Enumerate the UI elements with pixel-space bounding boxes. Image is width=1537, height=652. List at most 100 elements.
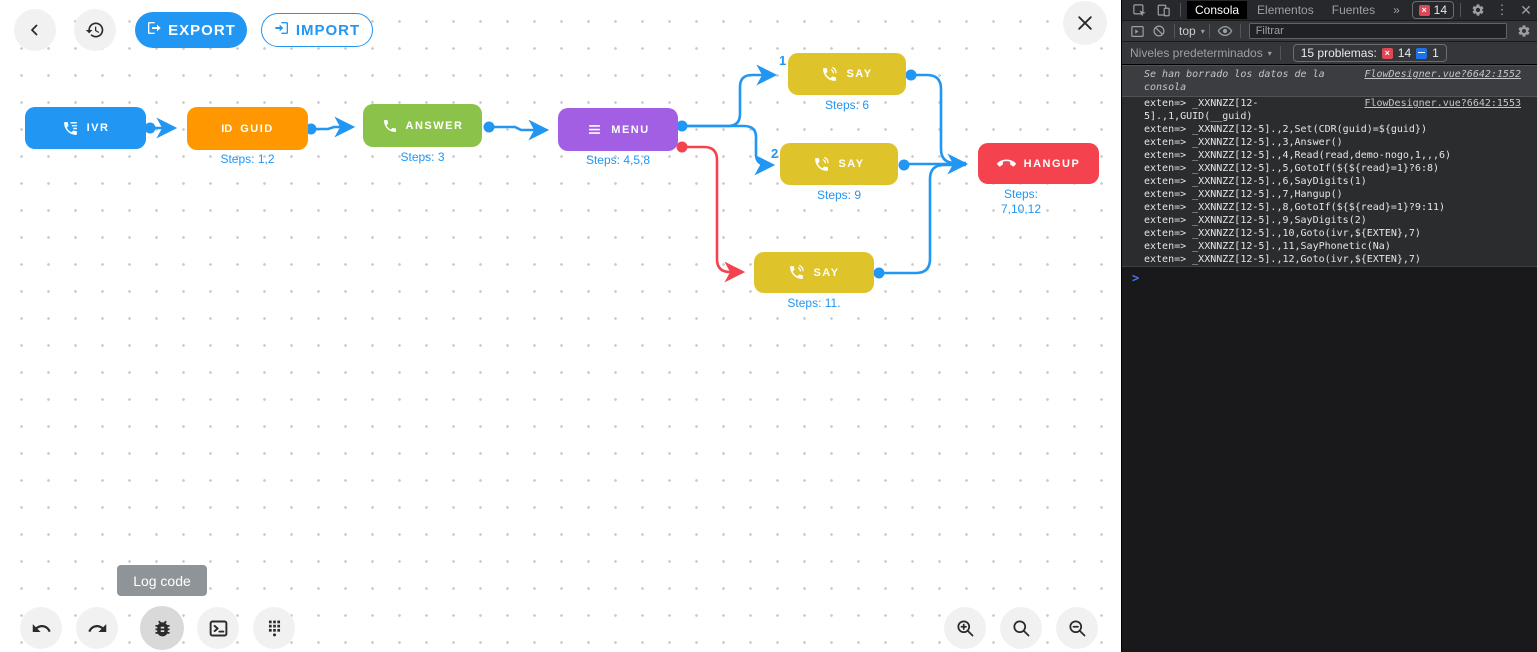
issue-icon [1416, 47, 1428, 59]
phone-icon [382, 118, 398, 134]
console-message: exten=> _XXNNZZ[12-5].,6,SayDigits(1) [1122, 175, 1537, 188]
port-say2-out[interactable] [898, 159, 910, 171]
problems-label: 15 problemas: [1300, 46, 1377, 60]
problems-error-count: 14 [1397, 46, 1412, 60]
tab-sources[interactable]: Fuentes [1331, 3, 1376, 17]
console-message-text: exten=> _XXNNZZ[12-5].,4,Read(read,demo-… [1144, 150, 1452, 161]
node-label: SAY [838, 158, 865, 170]
problems-issue-count: 1 [1432, 46, 1439, 60]
node-label: ANSWER [405, 119, 464, 132]
console-message-text: exten=> _XXNNZZ[12-5].,11,SayPhonetic(Na… [1144, 241, 1391, 252]
dialpad-icon [265, 618, 284, 639]
port-menu-out-2[interactable] [676, 141, 688, 153]
more-tabs-button[interactable]: » [1393, 3, 1400, 17]
import-icon [274, 20, 290, 40]
problems-badge[interactable]: 15 problemas: × 14 1 [1292, 44, 1447, 62]
log-levels-dropdown[interactable]: Niveles predeterminados ▾ [1130, 46, 1272, 60]
kebab-menu-icon[interactable]: ⋮ [1495, 2, 1509, 17]
tab-console[interactable]: Consola [1187, 1, 1248, 19]
node-hangup[interactable]: HANGUP [978, 143, 1099, 184]
clear-console-icon[interactable] [1148, 22, 1170, 40]
node-label: MENU [611, 123, 650, 136]
chevron-down-icon: ▾ [1267, 48, 1272, 58]
inspect-element-icon[interactable] [1128, 1, 1150, 19]
redo-icon [87, 618, 108, 639]
console-message: exten=> _XXNNZZ[12-5].,2,Set(CDR(guid)=$… [1122, 123, 1537, 136]
terminal-button[interactable] [197, 607, 239, 649]
node-guid[interactable]: ID GUID [187, 107, 308, 150]
port-answer-out[interactable] [483, 121, 495, 133]
dialpad-button[interactable] [253, 607, 295, 649]
console-message-text: exten=> _XXNNZZ[12-5].,3,Answer() [1144, 137, 1343, 148]
prompt-chevron-icon: > [1132, 271, 1140, 285]
console-settings-icon[interactable] [1513, 22, 1535, 40]
node-label: HANGUP [1023, 157, 1081, 170]
node-ivr[interactable]: IVR [25, 107, 146, 149]
port-say3-out[interactable] [873, 267, 885, 279]
node-say-2[interactable]: SAY [780, 143, 898, 185]
import-button-label: IMPORT [295, 21, 361, 39]
console-sidebar-icon[interactable] [1126, 22, 1148, 40]
node-say-3[interactable]: SAY [754, 252, 874, 293]
node-say-1[interactable]: SAY [788, 53, 906, 95]
console-source-link[interactable]: FlowDesigner.vue?6642:1553 [1364, 98, 1521, 109]
console-levels-bar: Niveles predeterminados ▾ 15 problemas: … [1122, 42, 1537, 65]
port-ivr-out[interactable] [144, 122, 156, 134]
port-say1-out[interactable] [905, 69, 917, 81]
console-message-text: exten=> _XXNNZZ[12-5].,5,GotoIf(${${read… [1144, 163, 1440, 174]
console-message: exten=> _XXNNZZ[12-5].,12,Goto(ivr,${EXT… [1122, 253, 1537, 266]
edge-label-2: 2 [771, 146, 779, 161]
bug-icon [152, 618, 173, 639]
node-answer[interactable]: ANSWER [363, 104, 482, 147]
tab-elements[interactable]: Elementos [1257, 3, 1314, 17]
close-devtools-icon[interactable]: ✕ [1520, 1, 1532, 18]
zoom-icon [1011, 618, 1032, 639]
history-button[interactable] [74, 9, 116, 51]
console-source-link[interactable]: FlowDesigner.vue?6642:1552 [1364, 69, 1521, 80]
devtools-settings-icon[interactable] [1467, 1, 1489, 19]
steps-label-guid: Steps: 1,2 [220, 152, 275, 166]
steps-label-answer: Steps: 3 [400, 150, 445, 164]
error-count-badge[interactable]: × 14 [1411, 1, 1454, 19]
flow-edges [144, 64, 969, 283]
phone-volume-icon [821, 66, 838, 83]
node-label: GUID [240, 122, 274, 135]
log-code-button[interactable] [140, 606, 184, 650]
console-message: exten=> _XXNNZZ[12-5].,10,Goto(ivr,${EXT… [1122, 227, 1537, 240]
zoom-reset-button[interactable] [1000, 607, 1042, 649]
export-icon [146, 20, 162, 40]
export-button[interactable]: EXPORT [135, 12, 247, 48]
close-designer-button[interactable] [1063, 1, 1107, 45]
console-message-text: exten=> _XXNNZZ[12-5].,12,Goto(ivr,${EXT… [1144, 254, 1421, 265]
node-label: SAY [846, 68, 873, 80]
node-menu[interactable]: MENU [558, 108, 678, 151]
error-icon: × [1418, 4, 1430, 16]
device-toolbar-icon[interactable] [1152, 1, 1174, 19]
log-code-tooltip: Log code [117, 565, 207, 596]
node-label: SAY [813, 266, 840, 279]
redo-button[interactable] [76, 607, 118, 649]
context-selector-label: top [1179, 24, 1196, 38]
console-prompt[interactable]: > [1122, 266, 1537, 624]
console-message-text: Se han borrado los datos de la consola [1144, 69, 1331, 93]
zoom-in-button[interactable] [944, 607, 986, 649]
steps-label-say-2: Steps: 9 [816, 188, 862, 202]
undo-icon [31, 618, 52, 639]
import-button[interactable]: IMPORT [261, 13, 373, 47]
live-expression-eye-icon[interactable] [1214, 22, 1236, 40]
menu-icon [586, 122, 603, 137]
port-guid-out[interactable] [305, 123, 317, 135]
filter-input[interactable] [1248, 23, 1507, 39]
steps-label-say-3: Steps: 11. [787, 296, 841, 310]
context-selector[interactable]: top ▾ [1179, 24, 1205, 38]
log-levels-label: Niveles predeterminados [1130, 46, 1263, 60]
flow-canvas[interactable]: EXPORT IMPORT [0, 0, 1121, 652]
ivr-phone-icon [62, 120, 79, 137]
back-button[interactable] [14, 9, 56, 51]
zoom-out-button[interactable] [1056, 607, 1098, 649]
chevron-down-icon: ▾ [1200, 26, 1205, 36]
port-menu-out-1[interactable] [676, 120, 688, 132]
undo-button[interactable] [20, 607, 62, 649]
